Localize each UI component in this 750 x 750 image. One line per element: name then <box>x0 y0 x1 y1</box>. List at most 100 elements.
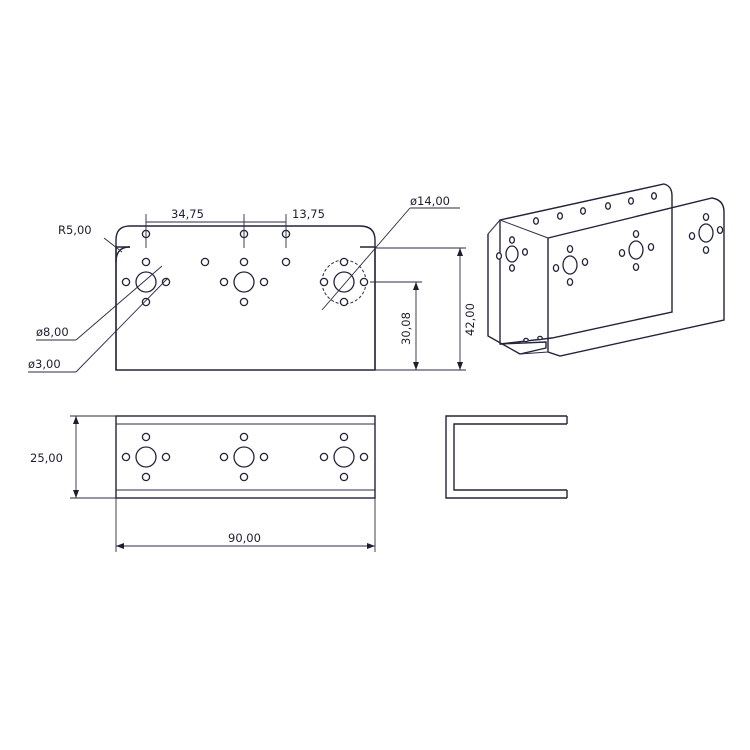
mounting-hole <box>141 257 151 267</box>
center-hole <box>505 245 519 263</box>
mounting-hole <box>632 229 640 239</box>
leader-line <box>321 207 411 311</box>
arrowhead <box>457 248 463 256</box>
mounting-hole <box>161 452 171 462</box>
mounting-hole <box>523 337 529 343</box>
mounting-hole <box>141 297 151 307</box>
iso-edge <box>519 351 549 355</box>
mounting-hole <box>239 257 249 267</box>
mounting-hole <box>339 297 349 307</box>
mounting-hole <box>259 277 269 287</box>
center-hole <box>233 271 255 293</box>
u-profile-inner <box>453 423 567 491</box>
dim-radius-corner: R5,00 <box>58 223 92 237</box>
arrowhead <box>367 543 375 549</box>
front-hole-group-right <box>319 257 369 307</box>
mounting-hole <box>618 248 626 258</box>
mounting-hole <box>281 257 291 267</box>
mounting-hole <box>319 452 329 462</box>
iso-front-hole-group-right <box>688 212 724 255</box>
mounting-hole <box>219 452 229 462</box>
center-hole <box>333 271 355 293</box>
u-profile-outer <box>445 415 567 499</box>
mounting-hole <box>219 277 229 287</box>
mounting-hole <box>319 277 329 287</box>
mounting-hole <box>141 432 151 442</box>
arrowhead <box>413 282 419 290</box>
front-view-left-corner <box>115 225 131 370</box>
mounting-hole <box>532 217 540 225</box>
center-hole <box>562 255 578 275</box>
leader-line <box>75 265 163 341</box>
mounting-hole <box>627 197 635 205</box>
mounting-hole <box>508 264 516 272</box>
iso-front-plate <box>547 197 725 357</box>
mounting-hole <box>161 277 171 287</box>
front-view-right-corner <box>359 225 376 370</box>
dim-small-hole-diameter: ø3,00 <box>28 357 61 371</box>
leader-line <box>75 277 169 373</box>
top-view: 25,00 90,00 <box>30 415 376 552</box>
iso-edge <box>499 219 549 239</box>
center-hole <box>698 223 714 243</box>
center-hole <box>135 271 157 293</box>
iso-base <box>487 234 547 355</box>
mounting-hole <box>647 242 655 252</box>
center-hole <box>333 446 355 468</box>
mounting-hole <box>239 297 249 307</box>
mounting-hole <box>521 248 529 256</box>
mounting-hole <box>121 277 131 287</box>
arrowhead <box>116 543 124 549</box>
dim-length-total: 90,00 <box>228 531 261 545</box>
mounting-hole <box>650 192 658 200</box>
front-hole-group-middle <box>219 257 269 307</box>
arrowhead <box>457 362 463 370</box>
dim-height-total: 42,00 <box>463 303 477 336</box>
dim-hole-center-height: 30,08 <box>399 312 413 345</box>
dim-base-width: 25,00 <box>30 451 63 465</box>
mounting-hole <box>508 236 516 244</box>
mounting-hole <box>566 277 574 287</box>
mounting-hole <box>359 452 369 462</box>
dim-center-hole-diameter: ø8,00 <box>36 325 69 339</box>
isometric-view <box>487 183 725 357</box>
mounting-hole <box>556 212 564 220</box>
mounting-hole <box>239 472 249 482</box>
top-hole-group-left <box>121 432 171 482</box>
iso-back-holes <box>495 192 658 272</box>
top-hole-group-right <box>319 432 369 482</box>
mounting-hole <box>716 225 724 235</box>
center-hole <box>233 446 255 468</box>
mounting-hole <box>259 452 269 462</box>
iso-front-hole-group-middle <box>618 229 655 272</box>
center-hole <box>628 240 644 260</box>
center-hole <box>135 446 157 468</box>
front-view: 34,75 13,75 R5,00 ø14,00 ø8,00 ø3,00 42,… <box>28 194 477 373</box>
dim-hole-spacing-2: 13,75 <box>292 207 325 221</box>
mounting-hole <box>552 263 560 273</box>
mounting-hole <box>339 472 349 482</box>
mounting-hole <box>495 252 503 260</box>
arrowhead <box>73 416 79 424</box>
mounting-hole <box>579 207 587 215</box>
arrowhead <box>73 490 79 498</box>
side-view <box>445 415 568 499</box>
mounting-hole <box>121 452 131 462</box>
arrowhead <box>413 362 419 370</box>
dim-hole-spacing-1: 34,75 <box>171 207 204 221</box>
mounting-hole <box>632 262 640 272</box>
mounting-hole <box>537 335 543 341</box>
iso-back-plate <box>499 183 673 345</box>
mounting-hole <box>359 277 369 287</box>
front-view-outline <box>115 246 376 371</box>
iso-front-hole-group-left <box>552 244 589 287</box>
mounting-hole <box>339 257 349 267</box>
leader-line <box>103 237 123 253</box>
mounting-hole <box>141 472 151 482</box>
mounting-hole <box>339 432 349 442</box>
mounting-hole <box>581 257 589 267</box>
top-view-outline <box>115 415 376 499</box>
front-hole-group-left <box>121 257 171 307</box>
mounting-hole <box>702 212 710 222</box>
